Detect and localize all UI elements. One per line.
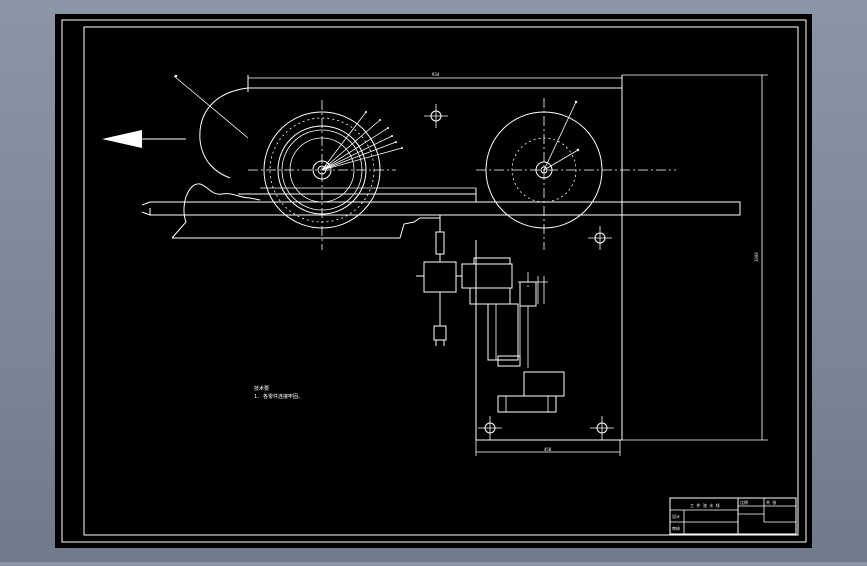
- left-roller: [248, 100, 403, 250]
- title-block-scale: 比例: [740, 499, 748, 505]
- frame-plate: [247, 75, 623, 441]
- hole-bottom-right: [590, 416, 614, 440]
- belt-leader-line: [173, 75, 249, 139]
- technical-notes: 技术要 1. 各零件连接牢固。: [254, 385, 303, 400]
- conveyor-belt: [141, 74, 741, 239]
- hole-top-center: [424, 104, 448, 128]
- title-block-sheet: 共 张: [766, 499, 776, 505]
- outer-border: [61, 19, 807, 543]
- bottom-dimension-label: 450: [544, 447, 552, 452]
- hole-right-mid: [588, 226, 612, 250]
- right-dimension: 1000: [620, 74, 768, 441]
- motor-assembly: [461, 257, 565, 413]
- title-block-designer: 设计: [672, 513, 680, 519]
- right-roller: [476, 98, 676, 250]
- title-block-reviewer: 审核: [672, 525, 680, 531]
- drawing-sheet: [55, 14, 812, 548]
- sensor-assembly: [416, 231, 462, 346]
- title-block-title: 工 件 流 水 线: [690, 502, 720, 508]
- title-block: 工 件 流 水 线 比例 共 张 设计 审核: [669, 497, 797, 535]
- right-dimension-label: 1000: [754, 252, 759, 262]
- bottom-dimension: 450: [475, 440, 621, 456]
- hole-bottom-left: [478, 416, 502, 440]
- mounting-holes: [424, 104, 614, 440]
- top-dimension-label: 934: [432, 72, 440, 77]
- notes-line: 1. 各零件连接牢固。: [254, 393, 303, 400]
- notes-title: 技术要: [254, 385, 269, 392]
- direction-arrow-icon: [102, 130, 186, 148]
- inner-border: [83, 26, 799, 536]
